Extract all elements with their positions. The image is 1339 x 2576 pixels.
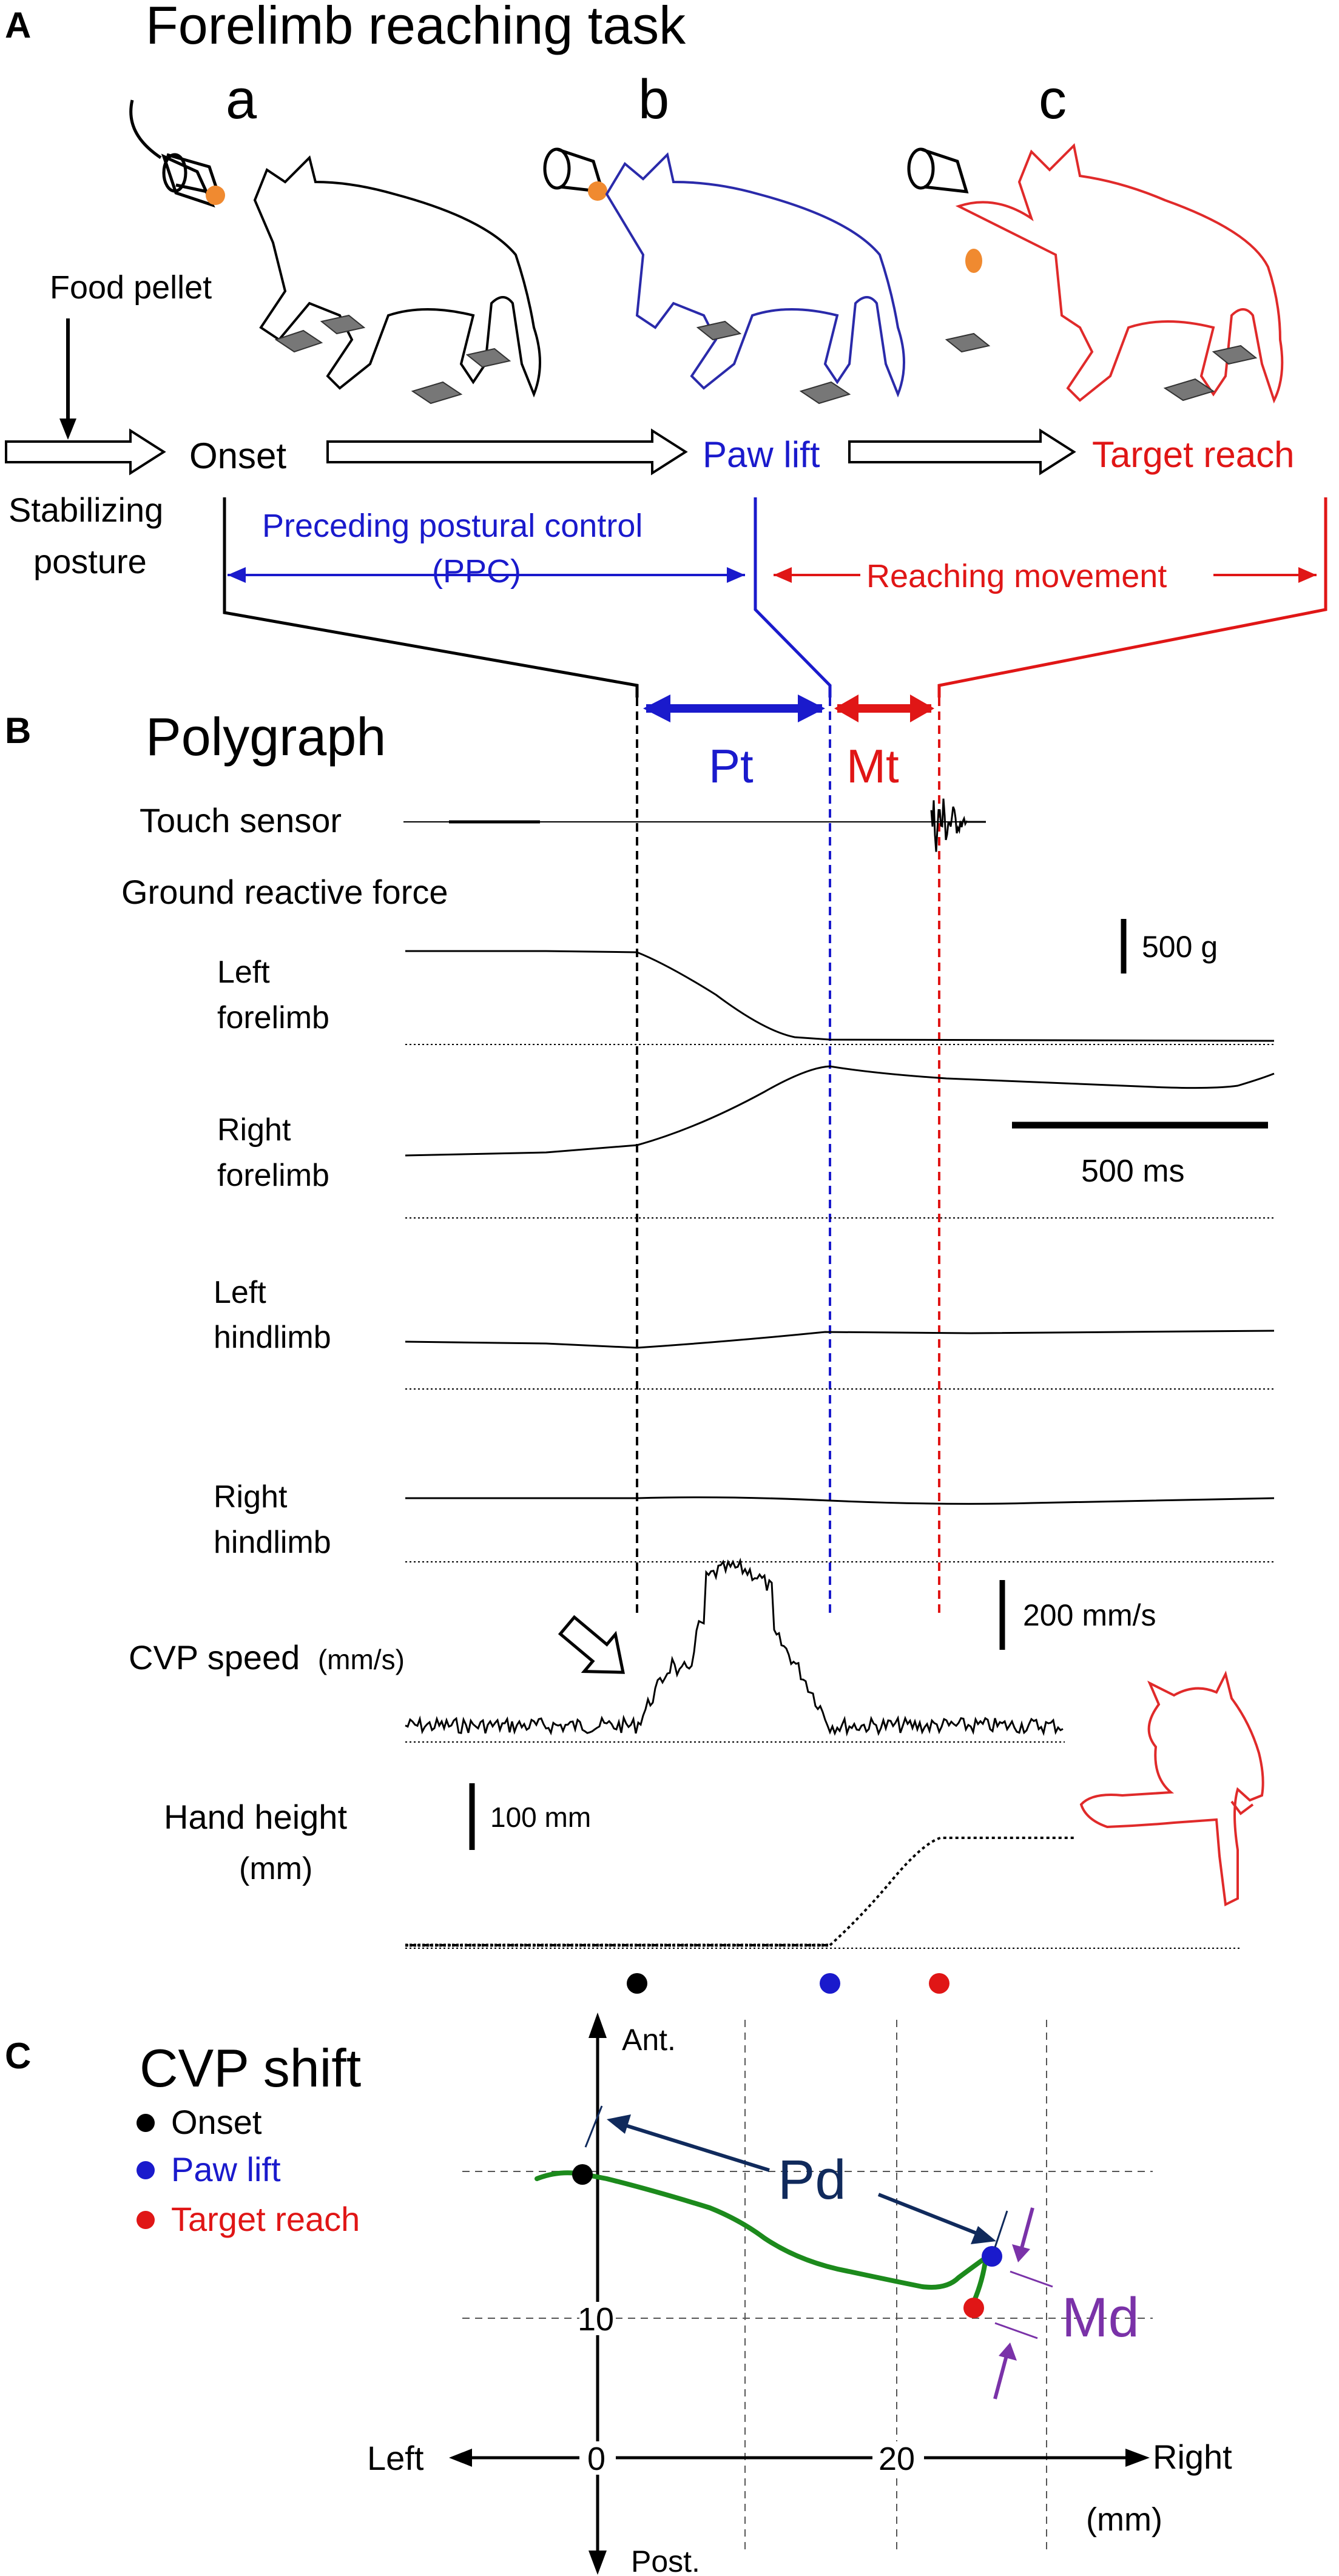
subpanel-c-label: c (1039, 69, 1067, 130)
food-pellet-label: Food pellet (50, 269, 212, 306)
onset-marker-dot (627, 1973, 647, 1994)
panel-c: C CVP shift Onset Paw lift Target reach … (5, 2013, 1232, 2576)
trace-baselines (405, 1044, 1274, 1949)
hand-height-unit: (mm) (239, 1851, 312, 1886)
legend-paw-lift-dot (137, 2161, 155, 2179)
cvp-speed-trace (405, 1558, 1064, 1737)
legend-onset-dot (137, 2114, 155, 2132)
time-scale-label: 500 ms (1081, 1154, 1185, 1189)
right-forelimb-label-2: forelimb (217, 1158, 329, 1193)
ppc-label-line2: (PPC) (432, 553, 521, 590)
right-label: Right (1153, 2438, 1232, 2476)
force-scale-label: 500 g (1142, 930, 1218, 964)
speed-scale-label: 200 mm/s (1023, 1598, 1156, 1632)
panel-a: A Forelimb reaching task a b c (5, 0, 1327, 698)
legend-target-dot (137, 2211, 155, 2229)
cvp-speed-unit: (mm/s) (318, 1644, 405, 1675)
left-forelimb-label-2: forelimb (217, 1000, 329, 1035)
panel-b-letter: B (5, 710, 31, 751)
cat-standing-icon (253, 155, 541, 398)
legend-paw-lift-label: Paw lift (171, 2150, 281, 2188)
height-scale-label: 100 mm (490, 1801, 591, 1833)
left-hindlimb-label-2: hindlimb (214, 1320, 331, 1355)
right-hindlimb-label-2: hindlimb (214, 1525, 331, 1560)
food-pellet-icon (965, 249, 982, 273)
unit-label: (mm) (1086, 2501, 1162, 2538)
left-hindlimb-label-1: Left (214, 1275, 266, 1310)
right-forelimb-trace (405, 1065, 1275, 1157)
tick-10-label: 10 (578, 2301, 614, 2338)
food-pellet-icon (206, 186, 225, 205)
hollow-arrow-icon (558, 1615, 625, 1674)
left-hindlimb-trace (405, 1330, 1275, 1349)
stabilizing-label: Stabilizing (8, 491, 163, 529)
left-forelimb-trace (405, 950, 1275, 1042)
food-pellet-icon (588, 181, 607, 201)
subpanel-b-label: b (638, 69, 669, 130)
cvp-speed-label: CVP speed (mm/s) (129, 1638, 405, 1676)
food-dispenser-icon (543, 147, 605, 193)
pd-label: Pd (778, 2149, 846, 2211)
food-pellet-arrowhead (59, 419, 76, 440)
left-label: Left (367, 2439, 424, 2477)
food-dispenser-icon (907, 147, 969, 193)
legend-target-label: Target reach (171, 2200, 360, 2238)
right-forelimb-label-1: Right (217, 1112, 291, 1148)
touch-sensor-label: Touch sensor (140, 801, 342, 839)
paw-lift-marker-dot (820, 1973, 840, 1994)
panel-c-letter: C (5, 2036, 31, 2076)
subpanel-a-label: a (226, 69, 257, 130)
touch-sensor-burst (930, 798, 986, 852)
cat-reaching-icon (955, 143, 1284, 404)
md-label: Md (1062, 2287, 1139, 2349)
cvp-onset-dot (572, 2164, 593, 2185)
hollow-arrow-icon (5, 428, 1076, 476)
hand-height-trace (405, 1837, 1074, 1946)
cvp-target-dot (963, 2298, 984, 2318)
panel-b: B Polygraph Pt Mt Touch sensor Ground re… (5, 694, 1275, 1994)
target-reach-phase-label: Target reach (1092, 434, 1295, 475)
panel-a-letter: A (5, 5, 31, 45)
onset-phase-label: Onset (189, 435, 286, 476)
tick-0-label: 0 (587, 2441, 605, 2477)
mt-label: Mt (846, 739, 899, 793)
force-plate-icon (274, 314, 1258, 405)
cat-standing-icon (605, 152, 905, 398)
cat-reaching-icon (1079, 1670, 1264, 1907)
pt-label: Pt (709, 739, 754, 793)
panel-a-title: Forelimb reaching task (146, 0, 686, 55)
grf-label: Ground reactive force (121, 873, 448, 911)
legend-onset-label: Onset (171, 2103, 262, 2141)
posture-label: posture (33, 542, 147, 580)
paw-lift-phase-label: Paw lift (703, 434, 820, 475)
right-hindlimb-trace (405, 1496, 1275, 1505)
right-hindlimb-label-1: Right (214, 1479, 288, 1515)
food-dispenser-icon (129, 99, 221, 208)
cvp-speed-text: CVP speed (129, 1638, 300, 1676)
cvp-trajectory (535, 2170, 990, 2304)
hand-height-label: Hand height (164, 1798, 347, 1836)
post-label: Post. (631, 2544, 700, 2576)
target-reach-marker-dot (929, 1973, 949, 1994)
ant-label: Ant. (622, 2023, 676, 2057)
reaching-movement-label: Reaching movement (866, 558, 1167, 594)
panel-b-title: Polygraph (146, 707, 386, 767)
panel-c-title: CVP shift (140, 2038, 361, 2098)
ppc-label-line1: Preceding postural control (262, 508, 643, 544)
cvp-paw-lift-dot (982, 2246, 1002, 2267)
tick-20-label: 20 (879, 2441, 915, 2477)
left-forelimb-label-1: Left (217, 955, 270, 990)
